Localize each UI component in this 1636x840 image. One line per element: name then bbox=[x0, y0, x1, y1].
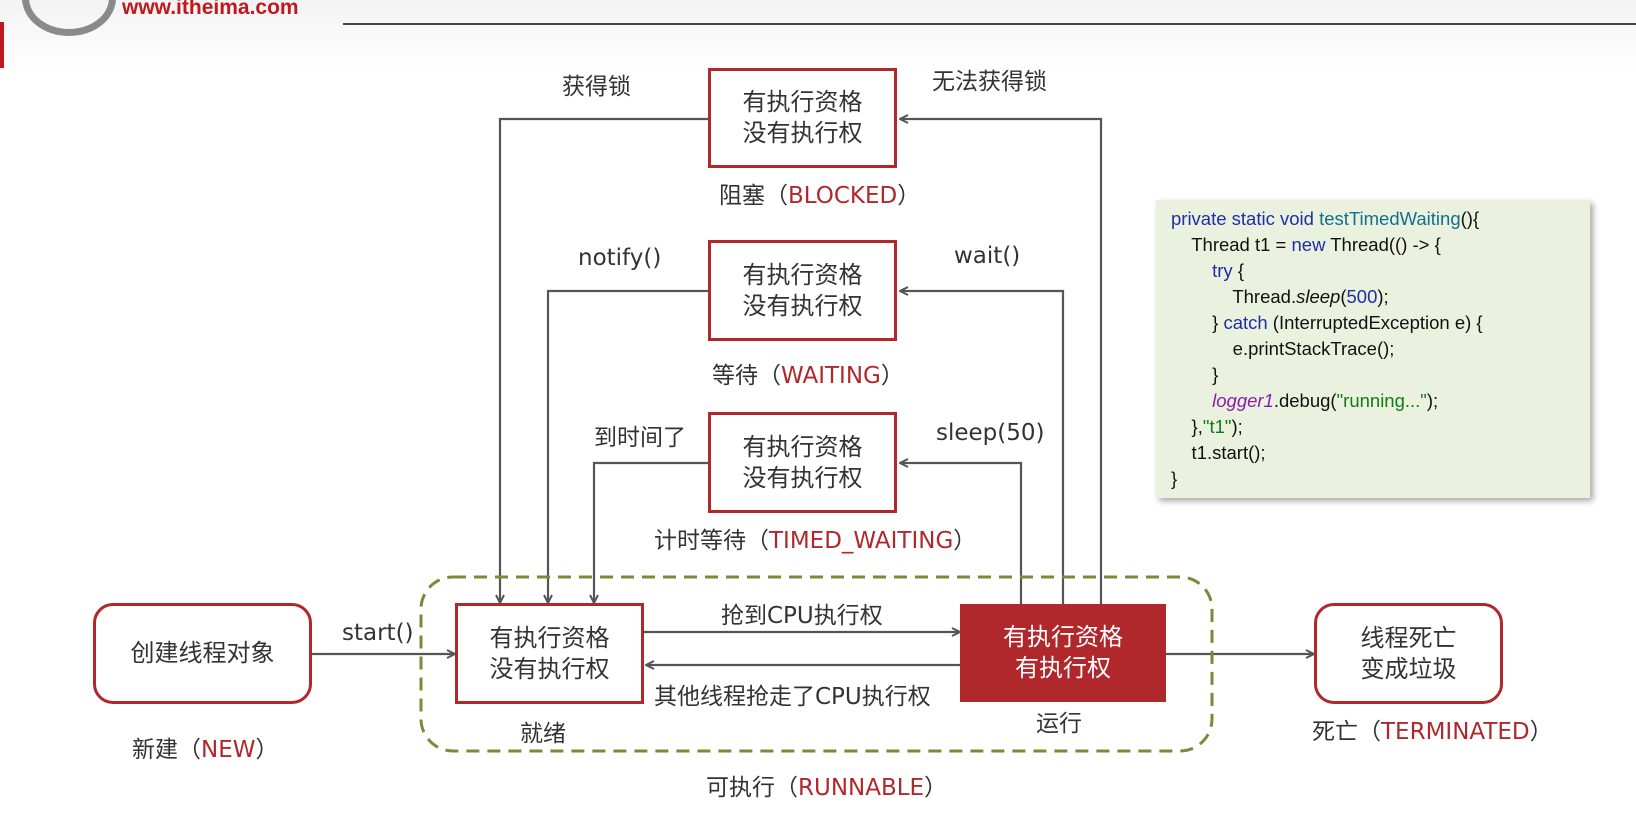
state-timed-waiting-box: 有执行资格 没有执行权 bbox=[708, 412, 897, 513]
arrow-got-lock bbox=[500, 117, 708, 603]
ready-line2: 没有执行权 bbox=[489, 654, 610, 683]
caption-ready: 就绪 bbox=[520, 721, 566, 747]
state-ready-box: 有执行资格 没有执行权 bbox=[455, 603, 644, 704]
slide-header: www.itheima.com bbox=[0, 0, 1636, 72]
terminated-line2: 变成垃圾 bbox=[1360, 654, 1457, 683]
label-got-lock: 获得锁 bbox=[562, 74, 631, 100]
caption-blocked: 阻塞（BLOCKED） bbox=[719, 183, 921, 209]
label-sleep: sleep(50) bbox=[936, 420, 1045, 446]
label-wait: wait() bbox=[954, 243, 1021, 269]
code-line: t1.start(); bbox=[1171, 442, 1266, 463]
code-line: private static void testTimedWaiting(){ bbox=[1171, 208, 1480, 229]
state-new-box: 创建线程对象 bbox=[93, 603, 312, 704]
code-line: try { bbox=[1212, 260, 1245, 281]
blocked-line1: 有执行资格 bbox=[742, 88, 863, 116]
label-start: start() bbox=[342, 620, 414, 646]
blocked-line2: 没有执行权 bbox=[742, 119, 863, 147]
arrow-time-up bbox=[594, 461, 708, 603]
arrow-no-lock bbox=[900, 119, 1103, 604]
arrow-sleep bbox=[900, 463, 1023, 604]
caption-waiting: 等待（WAITING） bbox=[712, 363, 904, 389]
caption-timed-waiting: 计时等待（TIMED_WAITING） bbox=[654, 528, 977, 554]
code-line: } bbox=[1171, 468, 1178, 489]
terminated-line1: 线程死亡 bbox=[1360, 623, 1457, 652]
arrow-notify bbox=[548, 289, 708, 603]
label-cpu-taken: 其他线程抢走了CPU执行权 bbox=[654, 684, 931, 710]
code-line: },"t1"); bbox=[1171, 416, 1243, 437]
running-line1: 有执行资格 bbox=[1003, 623, 1123, 651]
logo-url: www.itheima.com bbox=[122, 0, 299, 19]
timed-waiting-line1: 有执行资格 bbox=[742, 432, 863, 461]
state-blocked-box: 有执行资格 没有执行权 bbox=[708, 68, 897, 168]
waiting-line1: 有执行资格 bbox=[742, 260, 863, 289]
code-line: e.printStackTrace(); bbox=[1171, 338, 1395, 359]
state-new-text: 创建线程对象 bbox=[130, 639, 275, 667]
code-line: } bbox=[1171, 364, 1219, 385]
caption-running: 运行 bbox=[1036, 711, 1082, 737]
label-time-up: 到时间了 bbox=[594, 425, 686, 451]
code-line: Thread.sleep(500); bbox=[1171, 286, 1389, 307]
header-divider bbox=[343, 23, 1636, 25]
timed-waiting-line2: 没有执行权 bbox=[742, 463, 863, 492]
arrow-wait bbox=[900, 291, 1065, 604]
caption-new: 新建（NEW） bbox=[132, 737, 279, 763]
state-running-box: 有执行资格 有执行权 bbox=[960, 604, 1166, 702]
label-no-lock: 无法获得锁 bbox=[932, 69, 1047, 95]
runnable-boundary bbox=[419, 575, 1214, 753]
caption-terminated: 死亡（TERMINATED） bbox=[1312, 719, 1553, 745]
label-grab-cpu: 抢到CPU执行权 bbox=[721, 603, 883, 629]
code-line: } catch (InterruptedException e) { bbox=[1171, 312, 1483, 333]
code-snippet: private static void testTimedWaiting(){ … bbox=[1156, 200, 1590, 498]
ready-line1: 有执行资格 bbox=[489, 623, 610, 652]
code-line: Thread t1 = new Thread(() -> { bbox=[1171, 234, 1441, 255]
state-terminated-box: 线程死亡 变成垃圾 bbox=[1314, 603, 1503, 704]
state-waiting-box: 有执行资格 没有执行权 bbox=[708, 240, 897, 341]
code-line: logger1.debug("running..."); bbox=[1212, 390, 1439, 411]
label-notify: notify() bbox=[578, 245, 662, 271]
waiting-line2: 没有执行权 bbox=[742, 291, 863, 320]
running-line2: 有执行权 bbox=[1015, 654, 1111, 682]
caption-runnable: 可执行（RUNNABLE） bbox=[706, 775, 948, 801]
accent-bar bbox=[0, 22, 4, 68]
